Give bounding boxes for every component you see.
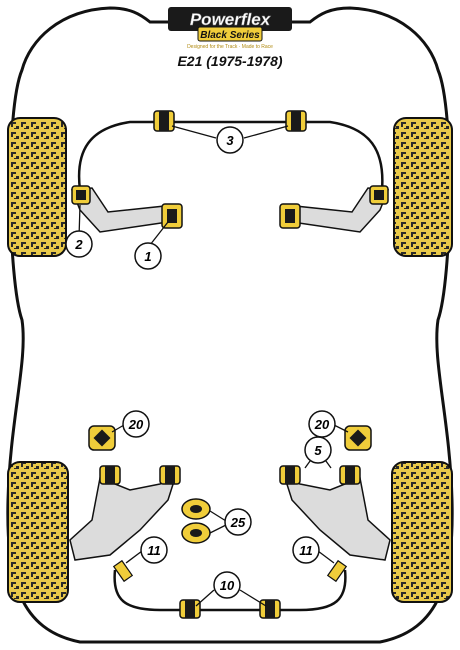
- svg-text:10: 10: [220, 578, 235, 593]
- brand-tagline: Designed for the Track · Made to Race: [187, 44, 273, 50]
- rear-arm-bush-left-outer: [99, 465, 121, 485]
- tire-front-left: [7, 117, 67, 257]
- front-anti-roll-bar-bush-right: [285, 110, 307, 132]
- svg-text:Powerflex: Powerflex: [190, 10, 272, 29]
- svg-text:20: 20: [314, 417, 330, 432]
- front-arm-inner-bush-right: [279, 203, 301, 229]
- front-anti-roll-bar-bush-left: [153, 110, 175, 132]
- callout-10: 10: [213, 571, 241, 599]
- svg-text:2: 2: [74, 237, 83, 252]
- leader-lines: [78, 125, 349, 607]
- svg-text:11: 11: [299, 543, 313, 558]
- rear-arm-bush-left-inner: [159, 465, 181, 485]
- callout-25: 25: [224, 508, 252, 536]
- callout-3: 3: [216, 126, 244, 154]
- svg-text:11: 11: [147, 543, 161, 558]
- front-arm-outer-bush-left: [71, 185, 91, 205]
- rear-arm-bush-right-inner: [279, 465, 301, 485]
- diff-mount-bush-right: [344, 425, 372, 451]
- rear-trailing-arm-right: [283, 476, 391, 561]
- svg-text:25: 25: [230, 515, 246, 530]
- front-arm-inner-bush-left: [161, 203, 183, 229]
- rear-anti-roll-bar: [113, 569, 347, 612]
- rear-anti-roll-bar-bush-left: [179, 599, 201, 619]
- svg-text:3: 3: [226, 133, 234, 148]
- tire-rear-left: [7, 461, 69, 603]
- rear-trailing-arm-left: [69, 476, 177, 561]
- callout-5: 5: [304, 436, 332, 464]
- front-arm-outer-bush-right: [369, 185, 389, 205]
- rear-anti-roll-bar-bush-right: [259, 599, 281, 619]
- svg-text:Black Series: Black Series: [200, 30, 260, 41]
- svg-text:5: 5: [314, 443, 322, 458]
- callout-20-left: 20: [122, 410, 150, 438]
- powerflex-logo: Powerflex Black Series Designed for the …: [168, 7, 292, 50]
- svg-text:20: 20: [128, 417, 144, 432]
- tire-rear-right: [391, 461, 453, 603]
- callout-11-left: 11: [140, 536, 168, 564]
- callout-11-right: 11: [292, 536, 320, 564]
- round-mount-bush-upper: [181, 498, 211, 520]
- callout-1: 1: [134, 242, 162, 270]
- callout-2: 2: [65, 230, 93, 258]
- diff-mount-bush-left: [88, 425, 116, 451]
- callout-20-right: 20: [308, 410, 336, 438]
- svg-text:1: 1: [144, 249, 151, 264]
- round-mount-bush-lower: [181, 522, 211, 544]
- rear-drop-link-right: [326, 559, 348, 583]
- rear-drop-link-left: [112, 559, 134, 583]
- rear-arm-bush-right-outer: [339, 465, 361, 485]
- model-label: E21 (1975-1978): [177, 53, 282, 69]
- front-anti-roll-bar: [77, 120, 384, 191]
- tire-front-right: [393, 117, 453, 257]
